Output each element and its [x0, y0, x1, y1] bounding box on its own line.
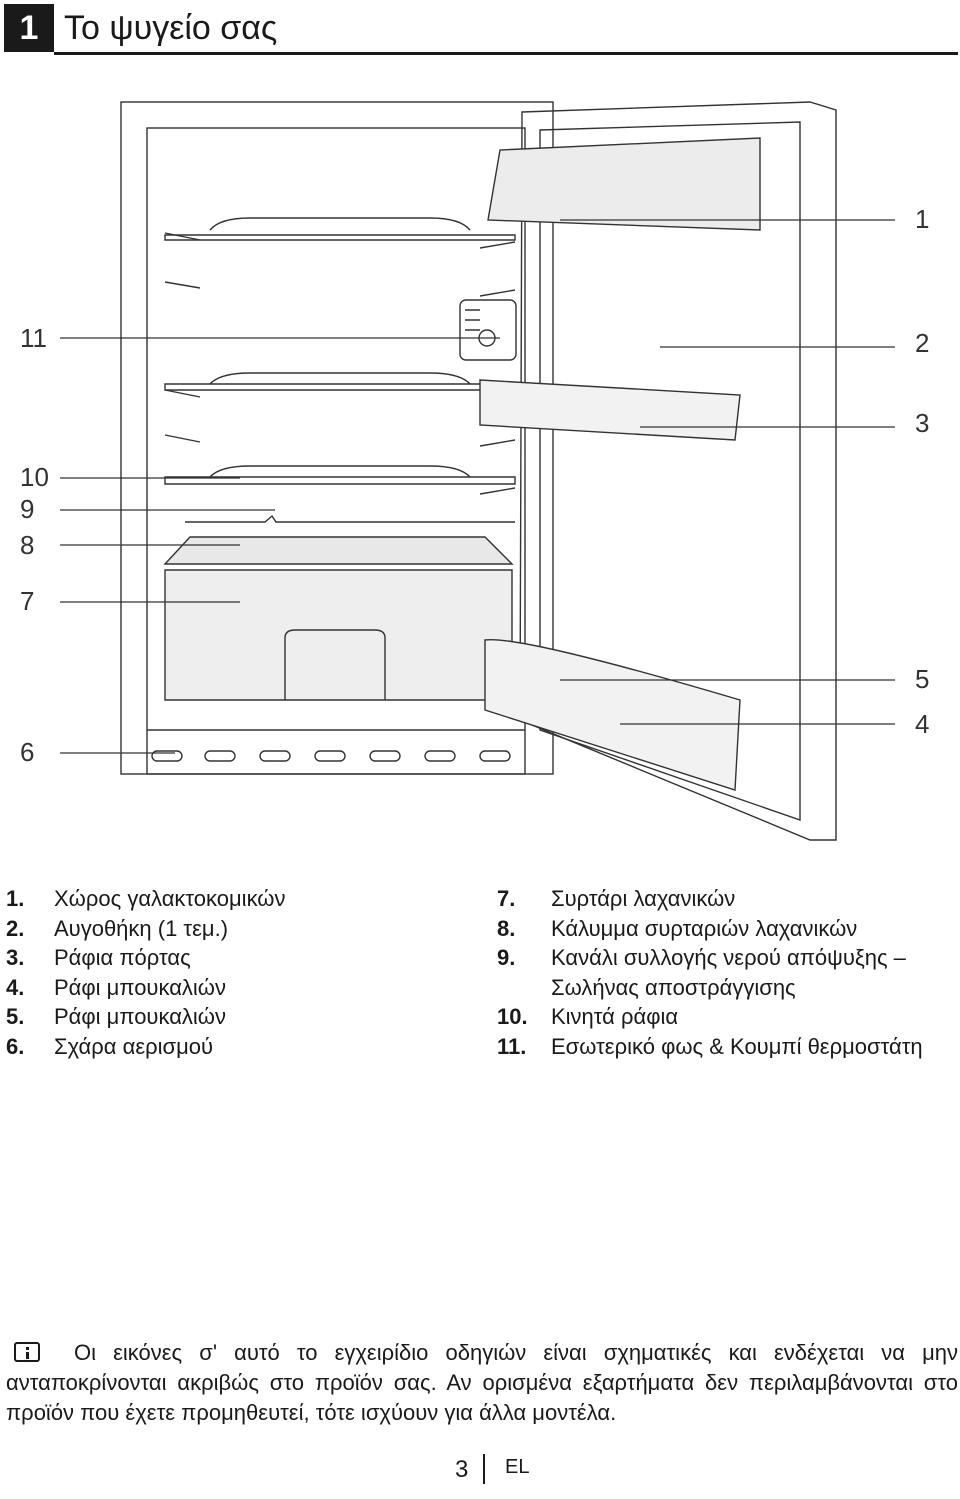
legend-number: 5. [6, 1004, 25, 1030]
footer-divider [483, 1454, 485, 1484]
legend-text: Ράφια πόρτας [54, 945, 191, 971]
ventilation-grille [151, 750, 511, 762]
fridge-illustration: 1 2 3 4 5 6 7 8 9 10 11 [20, 101, 929, 841]
legend-text: Ράφι μπουκαλιών [54, 1004, 226, 1030]
thermostat-box [459, 299, 517, 361]
callout-lines [60, 219, 895, 754]
crisper-cover [163, 536, 514, 565]
callout-6: 6 [20, 737, 34, 767]
legend-number: 6. [6, 1033, 25, 1059]
callout-2: 2 [915, 328, 929, 358]
legend-text: Αυγοθήκη (1 τεμ.) [54, 915, 229, 941]
shelf-top [164, 234, 516, 241]
legend-item: 7. Συρτάρι λαχανικών [497, 884, 957, 914]
callout-3: 3 [915, 408, 929, 438]
legend-item: 3. Ράφια πόρτας [6, 943, 446, 973]
legend-item: 6. Σχάρα αερισμού [6, 1032, 446, 1062]
callout-5: 5 [915, 664, 929, 694]
legend-item: 11. Εσωτερικό φως & Κουμπί θερμοστάτη [497, 1032, 957, 1062]
dairy-compartment [487, 137, 761, 231]
legend-item: 8. Κάλυμμα συρταριών λαχανικών [497, 914, 957, 944]
header-rule [54, 52, 958, 55]
info-note: Οι εικόνες σ' αυτό το εγχειρίδιο οδηγιών… [6, 1338, 958, 1428]
callout-8: 8 [20, 530, 34, 560]
shelf-top-rim [209, 217, 471, 231]
legend-item: 4. Ράφι μπουκαλιών [6, 973, 446, 1003]
legend-text: Κανάλι συλλογής νερού απόψυξης – Σωλήνας… [551, 945, 906, 1000]
legend-text: Εσωτερικό φως & Κουμπί θερμοστάτη [551, 1033, 923, 1059]
page-number: 3 [455, 1456, 469, 1483]
bottle-shelf [484, 638, 741, 791]
door-shelf [479, 379, 741, 441]
legend-item: 9. Κανάλι συλλογής νερού απόψυξης – Σωλήν… [497, 943, 957, 1002]
legend-number: 7. [497, 886, 516, 911]
legend-number: 11. [497, 1033, 527, 1059]
legend-text: Ράφι μπουκαλιών [54, 974, 226, 1000]
legend-item: 2. Αυγοθήκη (1 τεμ.) [6, 914, 446, 944]
section-number: 1 [4, 4, 54, 52]
legend-number: 1. [6, 886, 25, 911]
legend-number: 10. [497, 1004, 528, 1030]
legend-text: Κάλυμμα συρταριών λαχανικών [551, 915, 858, 941]
legend-item: 1. Χώρος γαλακτοκομικών [6, 884, 446, 914]
cabinet-inner [146, 127, 526, 775]
callout-1: 1 [915, 204, 929, 234]
note-text: Οι εικόνες σ' αυτό το εγχειρίδιο οδηγιών… [6, 1340, 958, 1425]
legend-number: 4. [6, 974, 25, 1000]
legend-number: 9. [497, 945, 516, 971]
shelf-middle [164, 383, 516, 391]
language-code: EL [505, 1456, 530, 1478]
legend-text: Χώρος γαλακτοκομικών [54, 886, 286, 911]
legend-right: 7. Συρτάρι λαχανικών 8. Κάλυμμα συρταριών … [497, 884, 957, 1062]
callout-11: 11 [20, 323, 47, 353]
crisper-drawer [164, 569, 513, 701]
legend-item: 10. Κινητά ράφια [497, 1002, 957, 1032]
page-footer: 3 EL [0, 1450, 960, 1490]
legend-number: 8. [497, 915, 516, 941]
fridge-diagram: 1 2 3 4 5 6 7 8 9 10 11 [0, 90, 960, 860]
legend-text: Κινητά ράφια [551, 1004, 679, 1030]
legend-number: 2. [6, 915, 25, 941]
shelf-lower [164, 476, 516, 485]
legend-number: 3. [6, 945, 25, 971]
callout-4: 4 [915, 709, 929, 739]
legend-text: Συρτάρι λαχανικών [551, 886, 736, 911]
callout-10: 10 [20, 462, 49, 492]
legend-item: 5. Ράφι μπουκαλιών [6, 1002, 446, 1032]
callout-9: 9 [20, 494, 34, 524]
callout-7: 7 [20, 586, 34, 616]
legend-text: Σχάρα αερισμού [54, 1033, 214, 1059]
info-icon [14, 1342, 40, 1362]
section-title: Το ψυγείο σας [64, 9, 278, 47]
section-header: 1 Το ψυγείο σας [0, 0, 960, 56]
legend-left: 1. Χώρος γαλακτοκομικών 2. Αυγοθήκη (1 τεμ… [6, 884, 446, 1062]
